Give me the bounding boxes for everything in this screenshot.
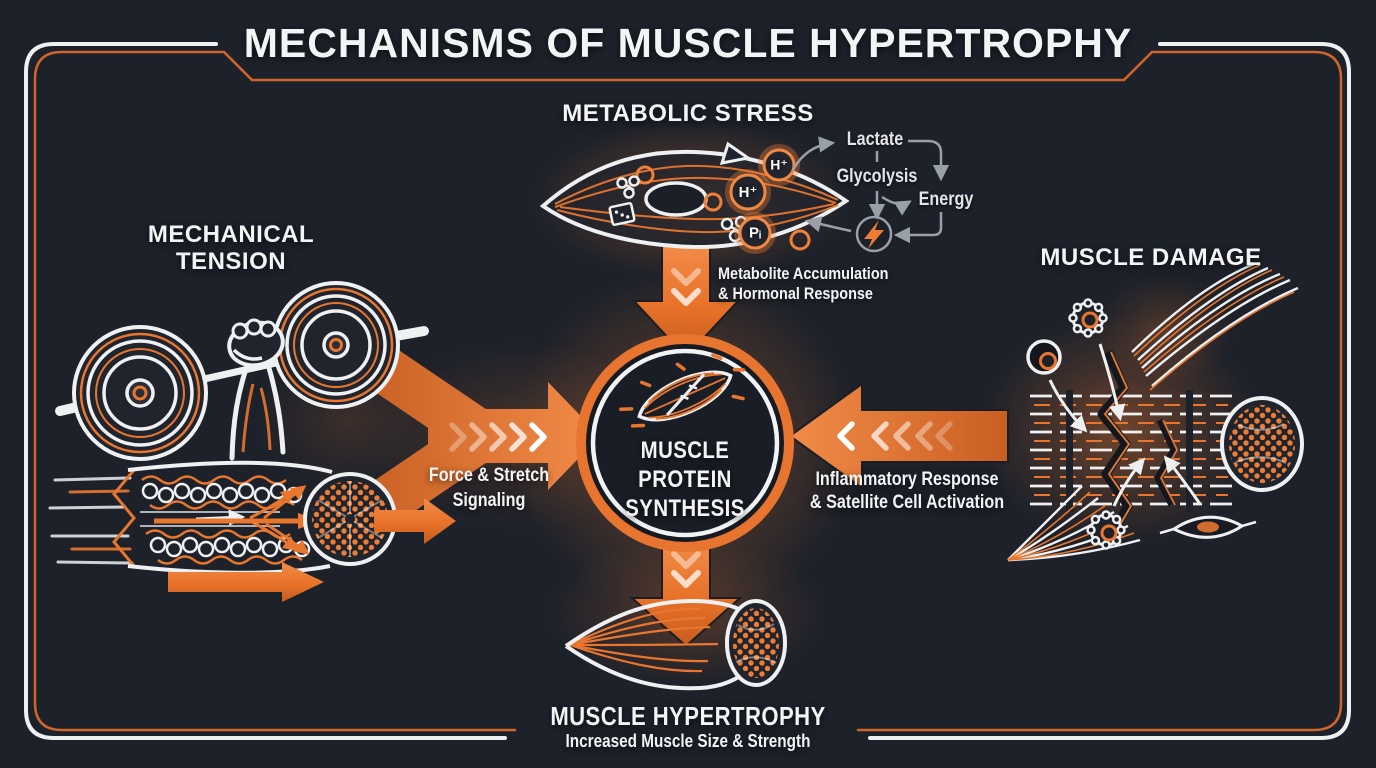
muscle-protein-synthesis-label: MUSCLE PROTEIN SYNTHESIS xyxy=(625,437,745,522)
force-stretch-arrow-label: Force & Stretch Signaling xyxy=(428,465,550,511)
arrow-top-metabolic xyxy=(631,243,741,359)
phosphate-ion-label: Pᵢ xyxy=(748,224,762,242)
flow-node-glycolysis: Glycolysis xyxy=(836,166,918,187)
chevron-down-icon xyxy=(671,288,701,306)
metabolic-muscle-cell-illustration xyxy=(539,141,850,254)
inflammatory-arrow-label: Inflammatory Response & Satellite Cell A… xyxy=(809,469,1005,513)
hydrogen-ion-label: H⁺ xyxy=(738,184,758,201)
upper-tendon-fan xyxy=(1131,262,1299,387)
metabolic-stress-heading: METABOLIC STRESS xyxy=(562,100,814,127)
flow-node-energy: Energy xyxy=(918,189,974,210)
flow-node-lactate: Lactate xyxy=(846,129,904,150)
muscle-hypertrophy-heading: MUSCLE HYPERTROPHY xyxy=(550,701,826,731)
muscle-protein-synthesis-circle xyxy=(576,334,794,552)
cell-nucleus xyxy=(644,181,708,217)
lightning-bolt-icon xyxy=(855,215,893,253)
satellite-cell-icon xyxy=(1159,515,1257,539)
striation-rows xyxy=(1030,394,1232,506)
chevron-down-icon xyxy=(671,570,701,588)
gripping-fist xyxy=(227,318,286,461)
barbell-illustration xyxy=(55,281,429,461)
hypertrophied-muscle-illustration xyxy=(564,598,787,691)
chevron-down-icon xyxy=(671,268,701,286)
muscle-damage-heading: MUSCLE DAMAGE xyxy=(1040,244,1262,271)
stretched-fiber-illustration xyxy=(48,460,456,602)
pull-arrow xyxy=(168,562,324,602)
mechanical-tension-heading: MECHANICAL TENSION xyxy=(147,221,315,275)
damage-pointer-arrows xyxy=(1048,343,1202,507)
dice-molecule-icon xyxy=(608,202,636,226)
triangle-molecule-icon xyxy=(719,141,752,165)
barbell-plate-left xyxy=(72,325,208,461)
hydrogen-ion-label: H⁺ xyxy=(770,156,788,173)
muscle-fiber-icon xyxy=(619,353,746,428)
chevron-left-icons xyxy=(837,421,953,451)
page-title: MECHANISMS OF MUSCLE HYPERTROPHY xyxy=(243,20,1133,66)
glycolysis-flow-arrows xyxy=(791,136,950,244)
macrophage-cell-icon xyxy=(1026,339,1062,375)
arrow-right-damage xyxy=(788,382,1009,490)
frame-outer-white xyxy=(24,42,1351,740)
barbell-plate-right xyxy=(272,281,400,409)
immune-cell-icon xyxy=(1086,510,1126,550)
metabolite-arrow-label: Metabolite Accumulation & Hormonal Respo… xyxy=(718,264,889,303)
muscle-hypertrophy-subheading: Increased Muscle Size & Strength xyxy=(565,731,811,751)
stretch-arrows xyxy=(249,485,310,555)
damaged-fiber-illustration xyxy=(1007,262,1304,562)
chevron-down-icon xyxy=(671,551,701,569)
immune-cell-icon xyxy=(1068,298,1108,338)
lower-tendon-fan xyxy=(1007,485,1141,562)
ion-circles xyxy=(725,144,800,254)
fiber-end-zigzag xyxy=(112,469,136,567)
small-right-arrow xyxy=(374,498,456,544)
sarcomere-chains xyxy=(141,482,311,558)
frame-inner-orange xyxy=(33,50,1343,732)
chevron-right-icons xyxy=(449,422,547,452)
metabolite-rings xyxy=(635,165,811,251)
